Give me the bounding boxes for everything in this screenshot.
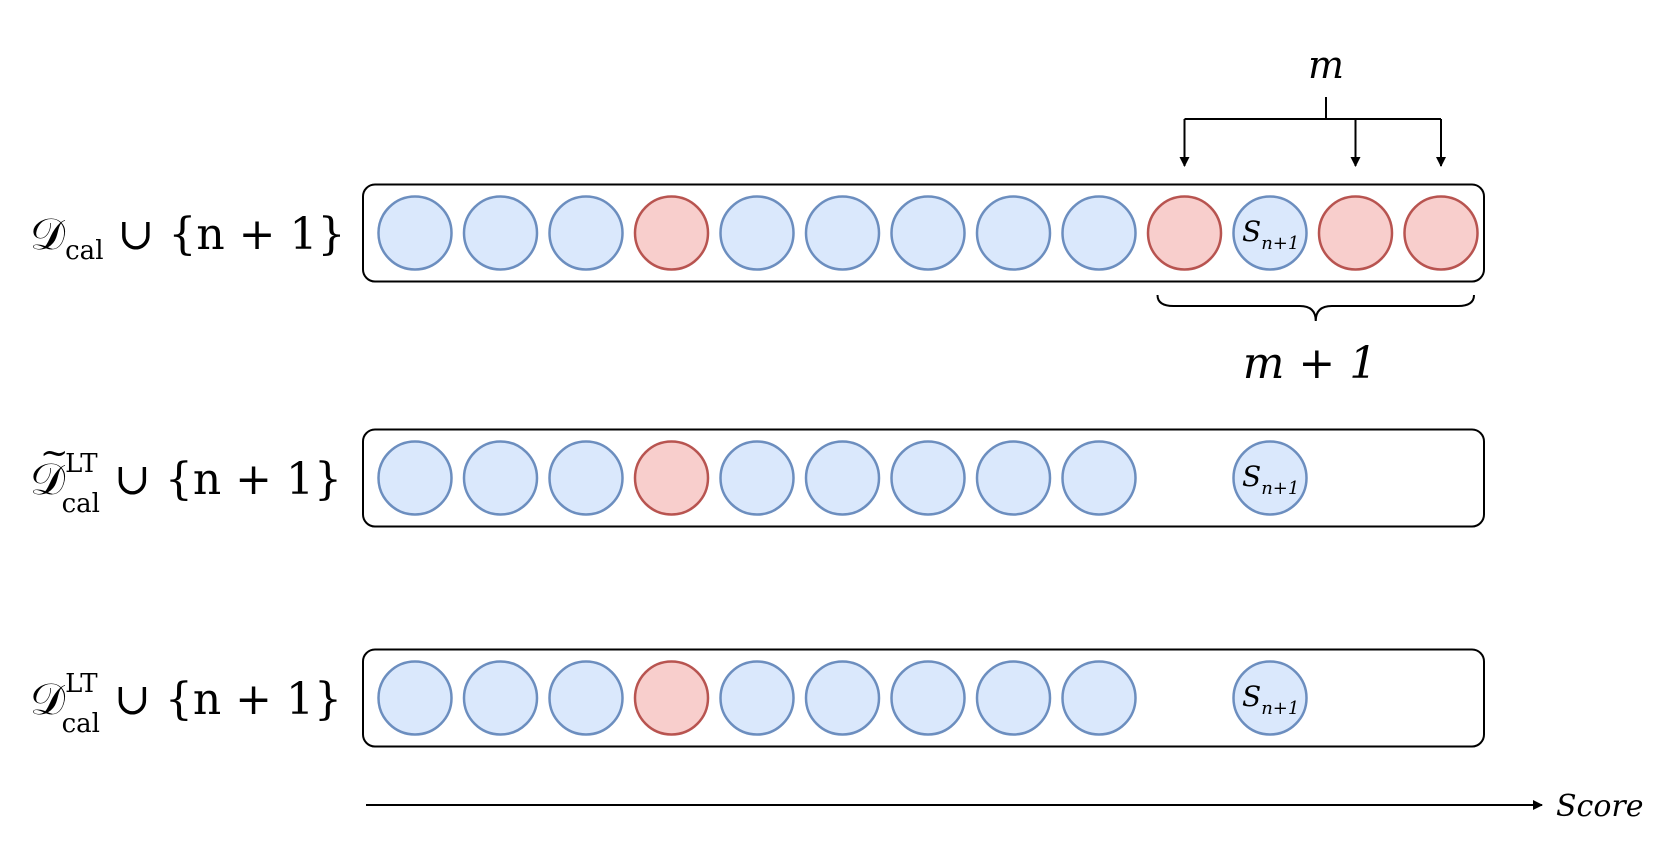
red-score-circle [1403,195,1479,271]
m-plus-1-brace-group: m + 1 [1156,294,1475,389]
annotation-m-label: m [1308,43,1344,87]
blue-score-circle [975,195,1052,271]
blue-score-circle [719,195,795,271]
m-arrow-group: m [1179,43,1446,167]
test-score-circle [1232,660,1308,736]
blue-score-circle [548,195,624,271]
tilde-accent: ~ [40,433,69,473]
blue-score-circle [462,195,539,271]
test-score-label: Sn+1 [1242,680,1299,719]
red-score-circle [1317,195,1394,271]
superscript: LT [65,669,98,699]
label-rest: ∪ {n + 1} [104,209,346,260]
label-rest: ∪ {n + 1} [100,674,342,725]
blue-score-circle [1061,660,1137,736]
test-score-circle [1232,195,1308,271]
score-axis-label: Score [1556,789,1644,824]
row-3-box [362,648,1485,748]
m-arrows [1179,97,1446,167]
blue-score-circle [890,660,966,736]
row-1-box [362,183,1485,283]
row-1-label: 𝒟cal ∪ {n + 1} [30,209,346,266]
set-symbol: 𝒟 [30,454,66,505]
set-symbol: 𝒟 [30,209,66,260]
test-score-label: Sn+1 [1242,215,1299,254]
superscript: LT [65,449,98,479]
blue-score-circle [377,440,453,516]
blue-score-circle [975,660,1052,736]
blue-score-circle [1061,440,1137,516]
blue-score-circle [890,195,966,271]
row-1: 𝒟cal ∪ {n + 1} Sn+1 [30,183,1485,283]
blue-score-circle [890,440,966,516]
blue-score-circle [462,660,539,736]
blue-score-circle [804,440,881,516]
score-axis: Score [366,789,1644,824]
red-score-circle [633,660,710,736]
label-rest: ∪ {n + 1} [100,454,342,505]
blue-score-circle [804,195,881,271]
blue-score-circle [377,660,453,736]
row-2-box [362,428,1485,528]
set-symbol: 𝒟 [30,674,66,725]
subscript: cal [65,236,103,266]
row-3: 𝒟LT cal ∪ {n + 1} Sn+1 [30,648,1485,748]
row-2-label: 𝒟LT cal ∪ {n + 1} [30,449,342,519]
blue-score-circle [548,660,624,736]
blue-score-circle [804,660,881,736]
brace-under-row-1 [1156,294,1475,322]
annotation-m-plus-1-label: m + 1 [1243,338,1378,389]
row-3-label: 𝒟LT cal ∪ {n + 1} [30,669,342,739]
blue-score-circle [548,440,624,516]
red-score-circle [1146,195,1223,271]
row-2: 𝒟LT cal ∪ {n + 1} ~ Sn+1 [30,428,1485,528]
test-score-label: Sn+1 [1242,460,1299,499]
red-score-circle [633,440,710,516]
blue-score-circle [719,660,795,736]
subscript: cal [62,709,100,739]
red-score-circle [633,195,710,271]
blue-score-circle [1061,195,1137,271]
blue-score-circle [719,440,795,516]
blue-score-circle [377,195,453,271]
blue-score-circle [975,440,1052,516]
test-score-circle [1232,440,1308,516]
blue-score-circle [462,440,539,516]
subscript: cal [62,489,100,519]
